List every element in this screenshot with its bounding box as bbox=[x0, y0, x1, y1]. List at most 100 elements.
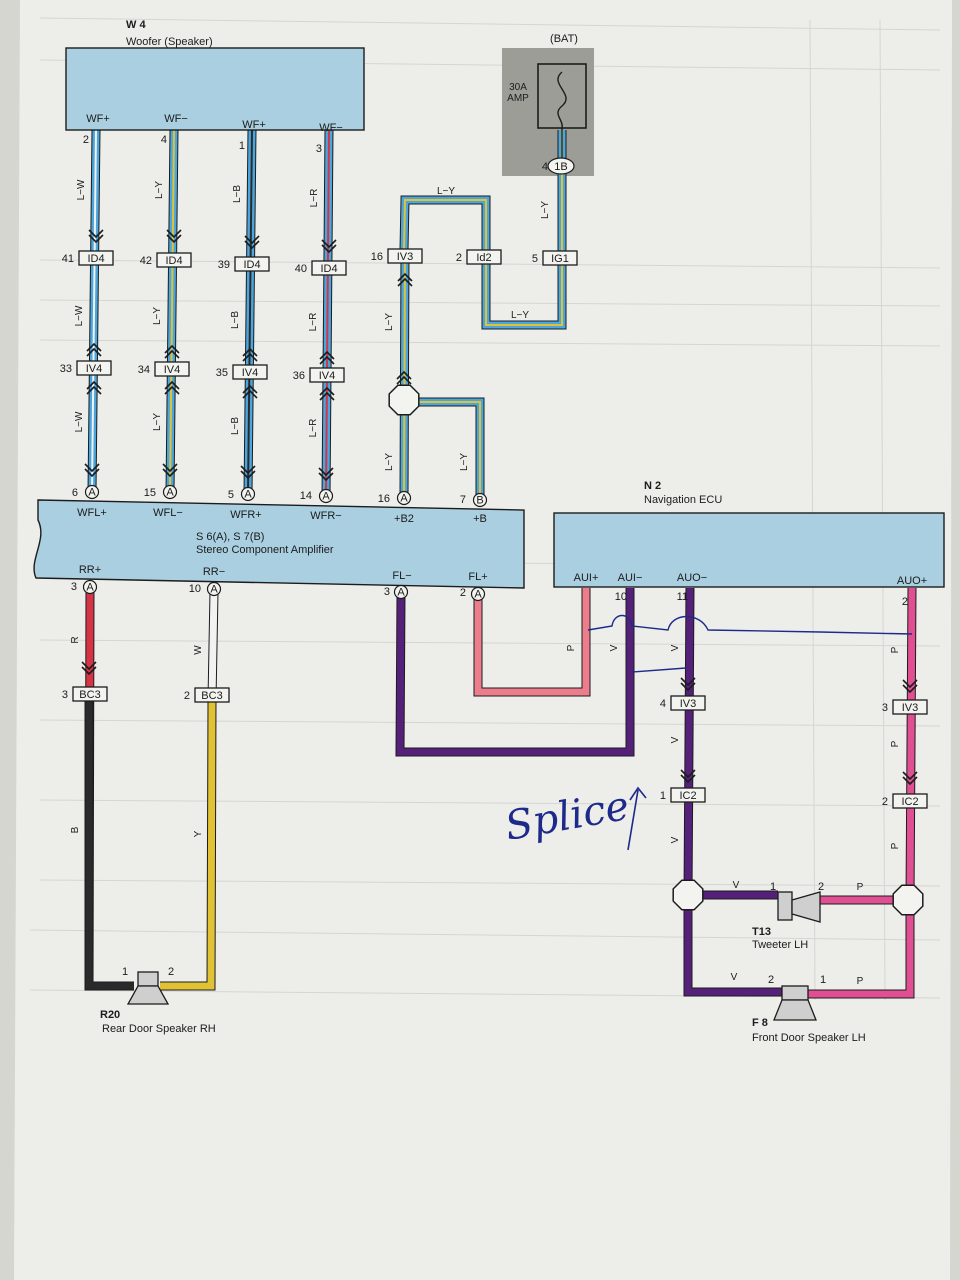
pin-circle: B bbox=[472, 492, 488, 508]
wires bbox=[84, 129, 917, 999]
nav-pin-label: AUO+ bbox=[897, 575, 927, 587]
nav-name: Navigation ECU bbox=[644, 494, 722, 506]
amp-pin-label: WFR+ bbox=[230, 509, 261, 521]
amp-pin-label: RR+ bbox=[79, 564, 101, 576]
pin-circle: A bbox=[82, 579, 98, 595]
svg-text:IV3: IV3 bbox=[680, 698, 697, 710]
splice-point bbox=[892, 884, 924, 916]
svg-text:ID4: ID4 bbox=[87, 253, 104, 265]
svg-text:IC2: IC2 bbox=[679, 790, 696, 802]
arrow-icon bbox=[902, 679, 918, 694]
amp-pin-label: +B2 bbox=[394, 513, 414, 525]
arrow-icon bbox=[86, 342, 102, 357]
amplifier-code: S 6(A), S 7(B) bbox=[196, 531, 264, 543]
svg-text:IV4: IV4 bbox=[242, 367, 259, 379]
arrow-icon bbox=[166, 229, 182, 244]
nav-ecu-box bbox=[553, 512, 945, 588]
wire-color-label: L−Y bbox=[511, 310, 529, 321]
amp-pin-label: RR− bbox=[203, 566, 225, 578]
woofer-pin-label: WF+ bbox=[242, 119, 266, 131]
woofer-pin-label: WF+ bbox=[86, 113, 110, 125]
arrow-icon bbox=[242, 384, 258, 399]
svg-text:Id2: Id2 bbox=[476, 252, 491, 264]
nav-pin-label: AUI+ bbox=[574, 572, 599, 584]
wire-color-label: L−Y bbox=[384, 453, 395, 471]
amplifier-name: Stereo Component Amplifier bbox=[196, 544, 334, 556]
pin-number: 14 bbox=[300, 490, 312, 502]
wire-wfl-minus bbox=[165, 129, 179, 493]
wire-color-label: V bbox=[733, 880, 740, 891]
wire-front-minus bbox=[683, 895, 782, 997]
wire-front-plus bbox=[808, 900, 915, 999]
connector-pin-number: 2 bbox=[882, 796, 888, 808]
pin-number: 10 bbox=[615, 591, 627, 603]
pin-number: 5 bbox=[228, 489, 234, 501]
pin-number: 2 bbox=[168, 966, 174, 978]
amp-pin-label: WFR− bbox=[310, 510, 341, 522]
wire-color-label: P bbox=[890, 646, 901, 653]
svg-text:A: A bbox=[397, 587, 405, 599]
arrow-icon bbox=[88, 229, 104, 244]
wire-wfr-plus bbox=[243, 129, 257, 495]
wire-color-label: P bbox=[890, 842, 901, 849]
svg-text:IV4: IV4 bbox=[319, 370, 336, 382]
wire-color-label: P bbox=[857, 882, 864, 893]
wire-rr-minus-yellow bbox=[160, 699, 217, 991]
svg-text:A: A bbox=[88, 487, 96, 499]
wire-color-label: L−W bbox=[74, 305, 85, 326]
front-speaker-code: F 8 bbox=[752, 1017, 768, 1029]
svg-text:IV3: IV3 bbox=[397, 251, 414, 263]
wire-color-label: L−Y bbox=[152, 307, 163, 325]
wire-color-label: L−R bbox=[308, 419, 319, 438]
battery-connector: 1B bbox=[547, 157, 575, 175]
pin-circle: A bbox=[206, 581, 222, 597]
pin-number: 6 bbox=[72, 487, 78, 499]
front-speaker-name: Front Door Speaker LH bbox=[752, 1032, 866, 1044]
wire-color-label: R bbox=[70, 636, 81, 643]
arrow-icon bbox=[84, 463, 100, 478]
fuse-icon bbox=[557, 71, 567, 129]
wire-color-label: L−R bbox=[309, 189, 320, 208]
pin-circle: A bbox=[84, 484, 100, 500]
arrow-icon bbox=[244, 235, 260, 250]
pin-number: 1 bbox=[820, 974, 826, 986]
svg-text:A: A bbox=[322, 491, 330, 503]
arrow-icon bbox=[162, 463, 178, 478]
svg-text:B: B bbox=[476, 495, 483, 507]
svg-text:ID4: ID4 bbox=[165, 255, 182, 267]
arrow-icon bbox=[242, 347, 258, 362]
woofer-pin-label: WF− bbox=[164, 113, 188, 125]
connector-pin-number: 2 bbox=[456, 252, 462, 264]
wire-color-label: L−Y bbox=[540, 201, 551, 219]
front-door-speaker-icon bbox=[773, 985, 817, 1021]
rear-speaker-name: Rear Door Speaker RH bbox=[102, 1023, 216, 1035]
pin-number: 16 bbox=[378, 493, 390, 505]
pin-numbers: 2 4 1 3 6 15 5 14 16 7 3 10 3 2 10 11 2 … bbox=[71, 134, 908, 608]
connector-pin-number: 3 bbox=[882, 702, 888, 714]
svg-text:IG1: IG1 bbox=[551, 253, 569, 265]
rear-speaker-code: R20 bbox=[100, 1009, 120, 1021]
wire-color-label: L−B bbox=[230, 311, 241, 329]
connector-pin-number: 40 bbox=[295, 263, 307, 275]
tweeter-name: Tweeter LH bbox=[752, 939, 808, 951]
pin-circle: A bbox=[396, 490, 412, 506]
wire-color-label: Y bbox=[193, 830, 204, 837]
pin-circle: A bbox=[470, 586, 486, 602]
wire-plus-b bbox=[404, 397, 485, 498]
pin-number: 4 bbox=[542, 161, 548, 173]
pin-number: 2 bbox=[460, 587, 466, 599]
arrow-icon bbox=[319, 386, 335, 401]
fuse-unit: AMP bbox=[507, 93, 529, 104]
connector-pin-number: 34 bbox=[138, 364, 150, 376]
pin-number: 4 bbox=[161, 134, 167, 146]
amp-pin-label: FL− bbox=[392, 570, 411, 582]
handwritten-splice-line bbox=[587, 614, 913, 635]
